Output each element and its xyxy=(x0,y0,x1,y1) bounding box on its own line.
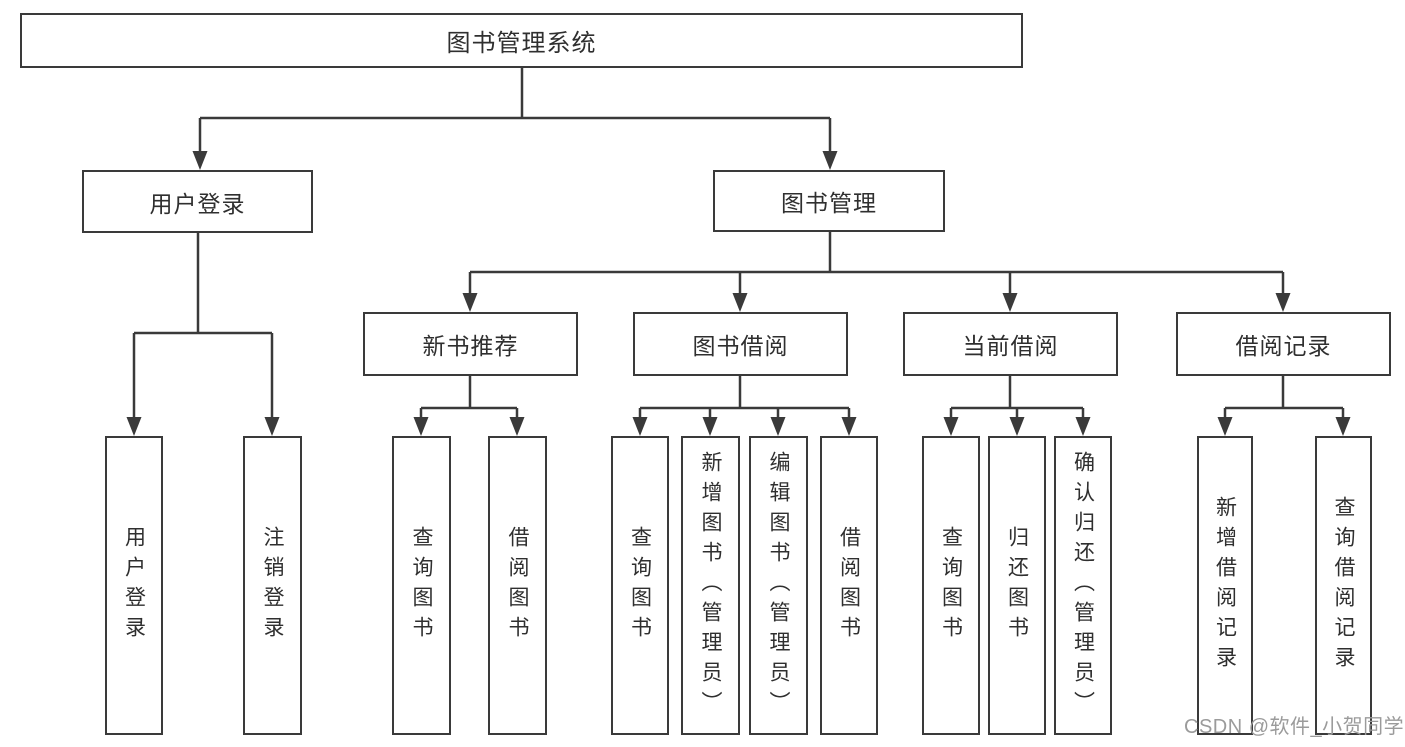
node-leaf-user-login: 用户登录 xyxy=(105,436,163,735)
node-leaf-borrow-books-borrowing: 借阅图书 xyxy=(820,436,878,735)
node-book-management-label: 图书管理 xyxy=(781,190,877,216)
node-leaf-query-books-current-label: 查询图书 xyxy=(939,525,963,646)
node-leaf-add-books-admin: 新增图书（管理员） xyxy=(681,436,740,735)
node-leaf-borrow-books-recommend: 借阅图书 xyxy=(488,436,547,735)
node-leaf-confirm-return-admin: 确认归还（管理员） xyxy=(1054,436,1112,735)
arrowhead xyxy=(126,417,142,436)
node-leaf-query-borrow-record-label: 查询借阅记录 xyxy=(1332,495,1355,676)
node-user-login: 用户登录 xyxy=(82,170,313,233)
arrowhead xyxy=(1335,417,1351,436)
node-library-management-system: 图书管理系统 xyxy=(20,13,1023,68)
arrowhead xyxy=(822,151,838,170)
arrowhead xyxy=(732,293,748,312)
node-leaf-add-borrow-record: 新增借阅记录 xyxy=(1197,436,1253,735)
arrowhead xyxy=(841,417,857,436)
node-leaf-query-books-borrowing: 查询图书 xyxy=(611,436,669,735)
node-new-book-recommend: 新书推荐 xyxy=(363,312,578,376)
connector-user-login-children xyxy=(126,233,280,436)
node-book-management: 图书管理 xyxy=(713,170,945,232)
connector-new-book-rec-children xyxy=(413,376,525,436)
connector-book-mgmt-children xyxy=(462,232,1291,312)
node-leaf-return-books-label: 归还图书 xyxy=(1005,525,1029,646)
arrowhead xyxy=(509,417,525,436)
node-leaf-borrow-books-recommend-label: 借阅图书 xyxy=(506,525,529,646)
arrowhead xyxy=(1002,293,1018,312)
csdn-watermark: CSDN @软件_小贺同学 xyxy=(1184,716,1405,738)
node-borrow-records: 借阅记录 xyxy=(1176,312,1391,376)
node-leaf-edit-books-admin-label: 编辑图书（管理员） xyxy=(767,450,790,721)
connector-borrow-records-children xyxy=(1217,376,1351,436)
node-new-book-recommend-label: 新书推荐 xyxy=(422,333,519,359)
node-current-borrowing-label: 当前借阅 xyxy=(962,333,1059,359)
arrowhead xyxy=(632,417,648,436)
node-book-borrowing: 图书借阅 xyxy=(633,312,848,376)
node-leaf-logout: 注销登录 xyxy=(243,436,302,735)
node-leaf-query-books-recommend-label: 查询图书 xyxy=(410,525,433,646)
node-library-management-system-label: 图书管理系统 xyxy=(446,30,597,57)
arrowhead xyxy=(1275,293,1291,312)
node-book-borrowing-label: 图书借阅 xyxy=(692,333,789,359)
node-leaf-confirm-return-admin-label: 确认归还（管理员） xyxy=(1071,450,1095,721)
node-user-login-label: 用户登录 xyxy=(149,190,246,217)
node-leaf-logout-label: 注销登录 xyxy=(261,525,284,646)
arrowhead xyxy=(770,417,786,436)
arrowhead xyxy=(1217,417,1233,436)
node-leaf-query-borrow-record: 查询借阅记录 xyxy=(1315,436,1372,735)
connector-current-borrow-children xyxy=(943,376,1091,436)
node-leaf-add-borrow-record-label: 新增借阅记录 xyxy=(1213,495,1237,676)
arrowhead xyxy=(264,417,280,436)
arrowhead xyxy=(943,417,959,436)
arrowhead xyxy=(192,151,208,170)
connector-book-borrow-children xyxy=(632,376,857,436)
node-leaf-query-books-recommend: 查询图书 xyxy=(392,436,451,735)
node-current-borrowing: 当前借阅 xyxy=(903,312,1118,376)
node-leaf-query-books-current: 查询图书 xyxy=(922,436,980,735)
arrowhead xyxy=(702,417,718,436)
node-leaf-edit-books-admin: 编辑图书（管理员） xyxy=(749,436,808,735)
node-leaf-return-books: 归还图书 xyxy=(988,436,1046,735)
arrowhead xyxy=(1075,417,1091,436)
arrowhead xyxy=(462,293,478,312)
arrowhead xyxy=(1009,417,1025,436)
connector-root-to-level2 xyxy=(192,68,838,170)
node-leaf-query-books-borrowing-label: 查询图书 xyxy=(628,525,652,646)
node-leaf-borrow-books-borrowing-label: 借阅图书 xyxy=(837,525,861,646)
node-borrow-records-label: 借阅记录 xyxy=(1235,333,1332,359)
node-leaf-add-books-admin-label: 新增图书（管理员） xyxy=(699,450,722,721)
arrowhead xyxy=(413,417,429,436)
node-leaf-user-login-label: 用户登录 xyxy=(122,525,146,646)
